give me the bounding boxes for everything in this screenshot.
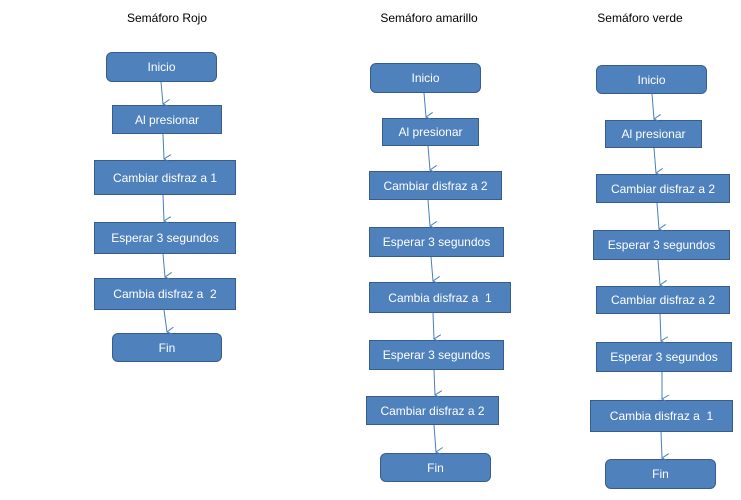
verde-step-al-presionar: Al presionar bbox=[605, 120, 702, 148]
verde-step-inicio: Inicio bbox=[596, 65, 707, 94]
verde-step-cambia-disfraz: Cambia disfraz a 1 bbox=[590, 400, 733, 432]
amarillo-step-al-presionar: Al presionar bbox=[382, 118, 479, 146]
arrow-amarillo-4 bbox=[430, 256, 441, 285]
arrow-rojo-2 bbox=[162, 133, 172, 164]
verde-step-cambiar-disfraz-2: Cambiar disfraz a 2 bbox=[596, 286, 730, 314]
amarillo-step-inicio: Inicio bbox=[370, 63, 481, 93]
amarillo-step-cambiar-disfraz-1: Cambiar disfraz a 2 bbox=[369, 171, 502, 200]
verde-step-esperar-2: Esperar 3 segundos bbox=[596, 342, 732, 372]
arrow-verde-4 bbox=[657, 259, 668, 289]
arrow-verde-2 bbox=[653, 147, 664, 177]
arrow-verde-7 bbox=[660, 431, 670, 463]
arrow-rojo-1 bbox=[160, 81, 171, 108]
column-title-verde: Semáforo verde bbox=[597, 11, 683, 25]
verde-step-fin: Fin bbox=[605, 459, 716, 489]
arrow-verde-1 bbox=[651, 93, 662, 123]
amarillo-step-cambia-disfraz: Cambia disfraz a 1 bbox=[369, 282, 511, 313]
amarillo-step-esperar-2: Esperar 3 segundos bbox=[369, 340, 504, 370]
rojo-step-fin: Fin bbox=[112, 333, 222, 362]
verde-step-cambiar-disfraz-1: Cambiar disfraz a 2 bbox=[596, 174, 730, 203]
column-title-rojo: Semáforo Rojo bbox=[126, 11, 208, 25]
arrow-amarillo-3 bbox=[427, 199, 438, 230]
amarillo-step-cambiar-disfraz-2: Cambiar disfraz a 2 bbox=[366, 396, 499, 425]
rojo-step-cambia-disfraz: Cambia disfraz a 2 bbox=[94, 278, 236, 310]
column-title-amarillo: Semáforo amarillo bbox=[380, 11, 478, 25]
rojo-step-al-presionar: Al presionar bbox=[112, 105, 222, 134]
verde-step-esperar-1: Esperar 3 segundos bbox=[593, 230, 730, 260]
arrow-rojo-4 bbox=[162, 253, 173, 281]
rojo-step-esperar: Esperar 3 segundos bbox=[94, 222, 236, 254]
arrow-amarillo-1 bbox=[423, 92, 434, 121]
arrow-verde-3 bbox=[656, 202, 667, 233]
arrow-amarillo-2 bbox=[427, 145, 438, 174]
arrow-rojo-5 bbox=[163, 309, 175, 336]
amarillo-step-esperar-1: Esperar 3 segundos bbox=[369, 227, 504, 257]
rojo-step-inicio: Inicio bbox=[106, 52, 217, 82]
arrow-amarillo-5 bbox=[432, 312, 442, 344]
arrow-amarillo-7 bbox=[433, 424, 444, 456]
arrow-amarillo-6 bbox=[433, 369, 443, 400]
arrow-verde-5 bbox=[659, 313, 669, 346]
amarillo-step-fin: Fin bbox=[380, 453, 491, 482]
rojo-step-cambiar-disfraz: Cambiar disfraz a 1 bbox=[94, 160, 236, 195]
arrow-rojo-3 bbox=[162, 194, 172, 226]
